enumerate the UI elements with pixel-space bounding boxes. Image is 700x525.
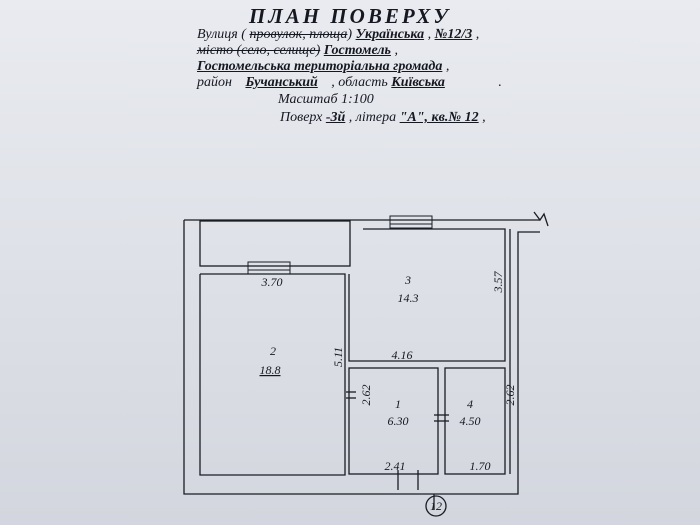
room-3-number: 3	[404, 273, 411, 287]
dimension-label: 4.16	[392, 348, 413, 362]
scale-line: Масштаб 1:100	[278, 92, 374, 107]
place-value: Гостомель	[323, 43, 391, 58]
dimension-label: 3.70	[261, 275, 283, 289]
window	[247, 261, 291, 275]
dimension-label: 2.62	[503, 385, 517, 406]
address-line-4: район Бучанський , область Київська .	[197, 75, 502, 90]
street-value: Українська	[355, 27, 425, 42]
district-value: Бучанський	[245, 75, 318, 90]
region-value: Київська	[391, 75, 445, 90]
room-2-area: 18.8	[260, 363, 281, 377]
room-1-number: 1	[395, 397, 401, 411]
dimension-label: 2.62	[359, 385, 373, 406]
room-4-area: 4.50	[460, 414, 481, 428]
axis-marker-circle	[425, 495, 447, 517]
dimension-label: 3.57	[491, 271, 505, 294]
room-1-area: 6.30	[388, 414, 409, 428]
outer-wall	[183, 220, 540, 495]
room-3-outline	[348, 228, 506, 362]
floor-value: -3й	[325, 110, 346, 125]
window	[389, 215, 433, 229]
address-line-1: Вулиця ( провулок, площа) Українська , №…	[197, 27, 480, 42]
balcony	[199, 220, 351, 267]
dimension-label: 1.70	[470, 459, 491, 473]
floor-line: Поверх -3й , літера "А", кв.№ 12 ,	[280, 110, 486, 125]
room-2-outline	[199, 273, 346, 476]
number-value: №12/3	[434, 27, 473, 42]
room-4-number: 4	[467, 397, 473, 411]
community-value: Гостомельська територіальна громада	[197, 59, 443, 74]
room-3-area: 14.3	[398, 291, 419, 305]
letter-value: "А", кв.№ 12	[399, 110, 479, 125]
dimension-label: 5.11	[331, 347, 345, 367]
room-2-number: 2	[270, 344, 276, 358]
axis-marker-label: 12	[430, 499, 442, 513]
page-title: ПЛАН ПОВЕРХУ	[249, 4, 451, 28]
address-line-2: місто (село, селище) Гостомель ,	[197, 43, 398, 58]
dimension-label: 2.41	[385, 459, 406, 473]
address-line-3: Гостомельська територіальна громада ,	[197, 59, 450, 74]
